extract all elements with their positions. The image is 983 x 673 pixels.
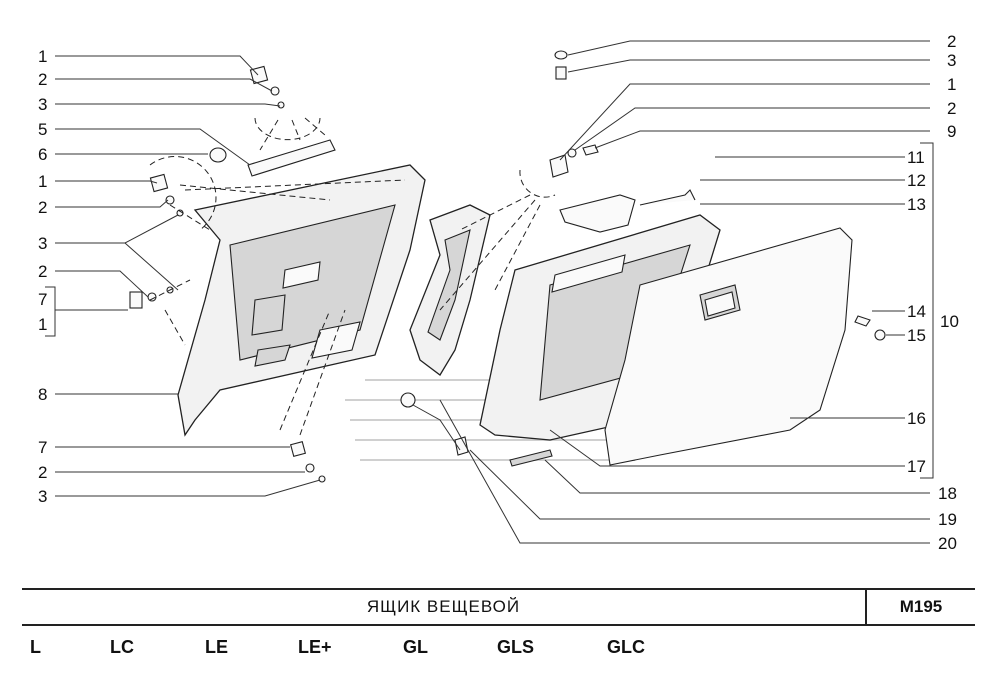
callout-right-1: 1 (947, 75, 956, 94)
callout-right-2: 2 (947, 32, 956, 51)
callout-right-2b: 2 (947, 99, 956, 118)
callouts-left: 1 2 3 5 6 1 2 3 2 7 1 8 7 2 3 (38, 47, 47, 506)
callout-left-3: 3 (38, 95, 47, 114)
callout-left-7b: 7 (38, 438, 47, 457)
trim-level: L (30, 637, 41, 657)
callout-left-2: 2 (38, 70, 47, 89)
callout-right-18: 18 (938, 484, 957, 503)
callout-left-1b: 1 (38, 172, 47, 191)
trim-levels: L LC LE LE+ GL GLS GLC (0, 634, 983, 664)
callout-right-15: 15 (907, 326, 926, 345)
leader-lines-left (45, 55, 321, 497)
trim-level: GLC (607, 637, 645, 657)
callout-left-5: 5 (38, 120, 47, 139)
callout-left-2b: 2 (38, 198, 47, 217)
callout-right-13: 13 (907, 195, 926, 214)
callout-right-20: 20 (938, 534, 957, 553)
callout-group-10: 10 (940, 312, 959, 331)
trim-strip-part-5 (247, 139, 336, 177)
callout-left-2c: 2 (38, 262, 47, 281)
trim-level: LC (110, 637, 134, 657)
callout-left-1: 1 (38, 47, 47, 66)
hinge-parts (400, 392, 553, 467)
callouts-right: 2 3 1 2 9 11 12 13 14 15 16 17 18 19 20 … (907, 32, 959, 553)
callout-right-19: 19 (938, 510, 957, 529)
bumper-part-6 (209, 147, 227, 163)
callout-right-12: 12 (907, 171, 926, 190)
callout-right-14: 14 (907, 302, 926, 321)
trim-level: LE+ (298, 637, 332, 657)
trim-level: GL (403, 637, 428, 657)
callout-left-7: 7 (38, 290, 47, 309)
diagram-code: M195 (899, 597, 943, 616)
callout-left-8: 8 (38, 385, 47, 404)
trim-level: LE (205, 637, 229, 657)
latch-parts (549, 50, 886, 341)
callout-left-6: 6 (38, 145, 47, 164)
lid-part-10 (604, 227, 853, 466)
lid-frame-part-11 (409, 204, 491, 376)
leader-lines-right (439, 40, 934, 544)
callout-left-3b: 3 (38, 234, 47, 253)
title-block: ЯЩИК ВЕЩЕВОЙ M195 (22, 588, 975, 626)
callout-left-2d: 2 (38, 463, 47, 482)
callout-right-9: 9 (947, 122, 956, 141)
callout-right-17: 17 (907, 457, 926, 476)
callout-right-3: 3 (947, 51, 956, 70)
diagram-title: ЯЩИК ВЕЩЕВОЙ (366, 597, 521, 616)
trim-level: GLS (497, 637, 535, 657)
assembly-lines-right (439, 169, 556, 311)
assembly-lines-left (149, 117, 406, 436)
housing-part-8 (177, 164, 426, 437)
callout-left-3c: 3 (38, 487, 47, 506)
callout-left-1c: 1 (38, 315, 47, 334)
callout-right-16: 16 (907, 409, 926, 428)
title-divider (865, 590, 867, 624)
parts-diagram: 1 2 3 5 6 1 2 3 2 7 1 8 7 2 3 2 3 1 2 9 … (38, 32, 959, 553)
callout-right-11: 11 (907, 148, 925, 167)
